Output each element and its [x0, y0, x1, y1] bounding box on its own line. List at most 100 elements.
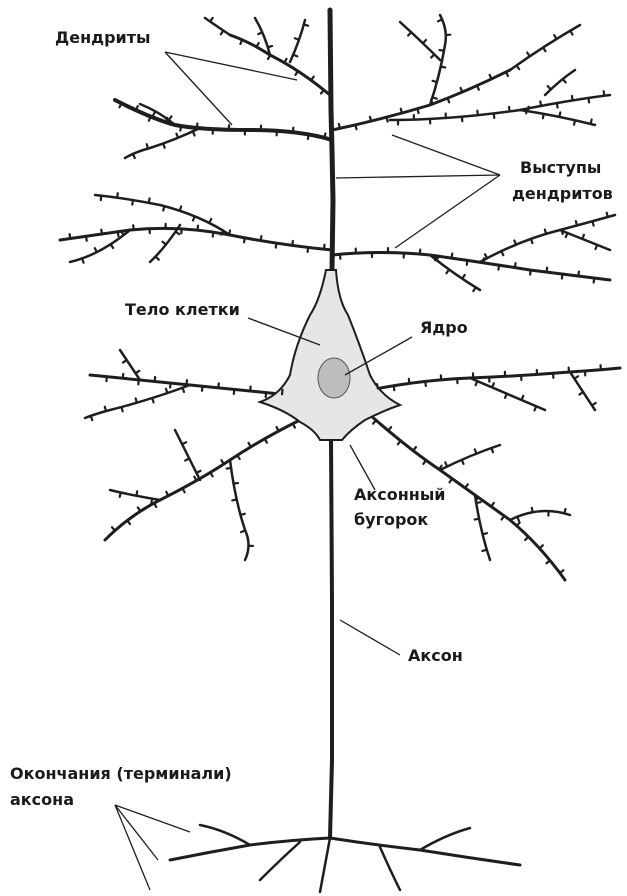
dendritic-spine	[566, 233, 568, 237]
label-terminals-line1: Окончания (терминали)	[10, 764, 232, 784]
dendritic-spine	[268, 46, 272, 47]
dendritic-spine	[595, 245, 597, 249]
dendritic-spine	[112, 527, 115, 530]
dendritic-spine	[588, 98, 589, 102]
dendritic-spine	[82, 258, 83, 262]
dendritic-spine	[324, 133, 325, 137]
dendrite-branch	[545, 70, 575, 95]
dendritic-spine	[494, 113, 495, 117]
dendritic-spine	[185, 459, 189, 461]
axon-terminal	[170, 838, 330, 860]
dendritic-spine	[475, 519, 479, 520]
dendritic-spine	[295, 38, 299, 39]
dendritic-spine	[388, 427, 391, 430]
dendritic-spine	[166, 389, 167, 393]
dendritic-spine	[292, 241, 293, 245]
dendritic-spine	[210, 472, 212, 476]
dendritic-spine	[136, 398, 137, 402]
dendritic-spine	[525, 109, 526, 113]
dendritic-spine	[321, 90, 324, 94]
dendritic-spine	[182, 442, 186, 444]
dendritic-spine	[564, 509, 565, 513]
dendritic-spine	[432, 97, 436, 98]
dendritic-spine	[249, 443, 251, 447]
dendritic-spine	[370, 117, 371, 121]
dendritic-spine	[373, 420, 376, 423]
dendritic-spine	[339, 124, 340, 128]
dendritic-spine	[117, 193, 118, 197]
dendritic-spine	[559, 112, 560, 116]
dendritic-spine	[528, 107, 529, 111]
dendritic-spine	[180, 126, 181, 130]
dendritic-spine	[213, 232, 214, 236]
leader-line	[165, 52, 297, 80]
dendritic-spine	[210, 18, 213, 22]
dendritic-spine	[229, 230, 230, 234]
dendrite-branch	[570, 372, 595, 410]
dendritic-spine	[169, 116, 172, 120]
dendritic-spine	[604, 91, 605, 95]
dendritic-spine	[545, 230, 546, 234]
dendritic-spine	[398, 441, 401, 445]
label-spines-line1: Выступы	[520, 158, 601, 178]
dendritic-spine	[527, 53, 530, 57]
dendritic-spine	[531, 239, 533, 243]
dendritic-spine	[209, 219, 211, 223]
dendritic-spine	[120, 493, 121, 497]
label-axon: Аксон	[408, 646, 463, 666]
dendritic-spine	[539, 545, 542, 548]
dendritic-spine	[441, 66, 445, 67]
dendritic-spine	[387, 117, 388, 121]
dendritic-spine	[156, 257, 159, 260]
dendritic-spine	[413, 447, 416, 451]
leader-line	[336, 175, 500, 178]
dendritic-spine	[221, 31, 224, 35]
dendritic-spine	[462, 275, 465, 279]
dendritic-spine	[123, 360, 127, 362]
dendritic-spine	[196, 471, 200, 473]
dendritic-spine	[163, 242, 167, 245]
dendritic-spine	[311, 77, 314, 81]
dendritic-spine	[417, 109, 418, 113]
leader-line	[395, 175, 500, 248]
dendritic-spine	[570, 31, 572, 35]
dendritic-spine	[543, 47, 545, 51]
dendritic-spine	[448, 98, 450, 102]
dendritic-spine	[476, 502, 480, 503]
axon-terminal	[330, 838, 520, 865]
label-cell-body: Тело клетки	[125, 300, 240, 320]
leader-line	[350, 445, 375, 490]
dendritic-spine	[530, 270, 531, 274]
dendritic-spine	[431, 100, 433, 104]
dendrite-tree	[60, 10, 620, 892]
dendritic-spine	[295, 71, 297, 75]
dendritic-spine	[591, 120, 592, 124]
dendritic-spine	[543, 114, 544, 118]
dendritic-spine	[491, 503, 494, 507]
dendritic-spine	[592, 403, 596, 405]
axon-terminal	[260, 842, 300, 880]
dendritic-spine	[70, 234, 71, 238]
dendritic-spine	[147, 144, 148, 148]
dendritic-spine	[101, 230, 102, 234]
dendritic-spine	[546, 560, 549, 563]
dendritic-spine	[517, 517, 519, 521]
dendritic-spine	[579, 392, 583, 394]
label-hillock-line2: бугорок	[354, 510, 428, 530]
dendritic-spine	[221, 460, 223, 464]
leader-line	[165, 52, 232, 125]
axon-terminal	[380, 847, 400, 890]
dendritic-spine	[433, 81, 437, 82]
dendritic-spine	[152, 398, 153, 402]
dendritic-spine	[355, 125, 356, 129]
dendritic-spine	[268, 55, 270, 59]
dendritic-spine	[308, 134, 309, 138]
dendritic-spine	[153, 111, 155, 115]
dendritic-spine	[560, 570, 564, 573]
dendritic-spine	[166, 118, 167, 122]
dendritic-spine	[517, 522, 520, 525]
dendritic-spine	[607, 213, 608, 217]
axon-terminal	[420, 828, 470, 850]
dendritic-spine	[232, 499, 236, 500]
nucleus	[318, 358, 350, 398]
